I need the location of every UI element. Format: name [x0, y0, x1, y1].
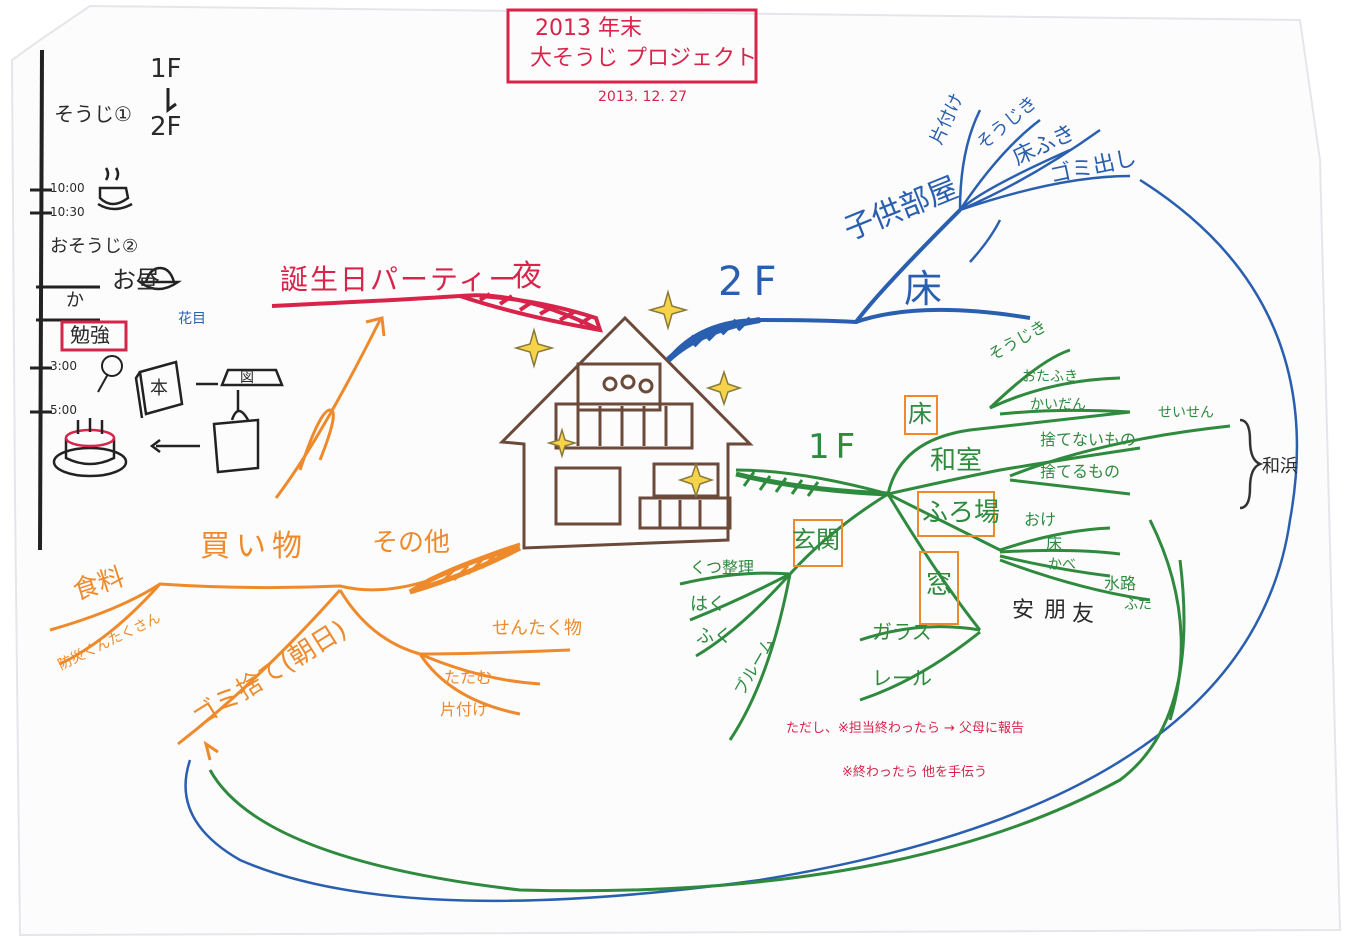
floor2-branch: [184, 109, 1299, 903]
floor1-note1: ただし、※担当終わったら → 父母に報告: [786, 721, 1025, 736]
party-branch: [271, 292, 603, 333]
floor1-yuka: 床: [908, 400, 932, 428]
left-tatamu: たたむ: [444, 668, 493, 687]
night-label: 夜: [512, 259, 542, 294]
floor1-genkan: 玄関: [792, 526, 840, 554]
floor2-yuka: 床: [904, 267, 943, 311]
timeline-souji1: そうじ①: [54, 102, 132, 126]
sparkle-icons: [513, 289, 743, 499]
timeline-label-1f: 1F: [150, 54, 182, 84]
timeline-label-2f: 2F: [150, 112, 182, 142]
house-drawing: [498, 315, 754, 550]
floor1-washitsu: 和室: [930, 446, 983, 476]
floor1-wahama: 和浜: [1262, 456, 1298, 477]
timeline-300: 3:00: [50, 359, 77, 373]
floor1-kutsuseiri: くつ整理: [690, 558, 755, 577]
floor1-haku: はく: [690, 594, 726, 615]
floor1-otafuki: おたふき: [1022, 369, 1078, 385]
left-katazuke: 片付け: [440, 700, 489, 719]
floor1-kabe: かべ: [1048, 557, 1076, 573]
floor1-reru: レール: [872, 666, 932, 690]
timeline-zu: 図: [240, 370, 254, 386]
floor1-yuka2: 床: [1046, 534, 1063, 553]
dog-icon: [97, 355, 123, 393]
rice-bowl-icon: [136, 266, 182, 291]
floor1-label: 1F: [808, 427, 862, 467]
bracket: [1239, 418, 1264, 510]
floor1-branch: [208, 348, 1231, 893]
floor1-sutenai: 捨てないもの: [1040, 430, 1137, 449]
library-icon: [149, 368, 284, 474]
timeline-axis: [38, 49, 44, 551]
floor1-futa: ふた: [1124, 597, 1152, 613]
floor1-madotai: 窓: [926, 570, 953, 600]
tea-cup-icon: [97, 167, 133, 211]
floor1-fuku: ふく: [696, 626, 732, 647]
paper-sheet: [10, 4, 1342, 937]
floor1-note2: ※終わったら 他を手伝う: [842, 765, 988, 780]
title-line1: 2013 年末: [535, 16, 642, 41]
floor1-seisen: せいせん: [1158, 405, 1214, 421]
timeline-osouji2: おそうじ②: [50, 236, 139, 257]
birthday-cake-icon: [52, 418, 128, 478]
timeline-ka: か: [66, 290, 84, 311]
timeline-hon: 本: [150, 378, 168, 399]
timeline-hanten: 花目: [178, 311, 206, 327]
floor1-kaidan: かいだん: [1030, 397, 1086, 413]
floor1-tomo: 朋: [1044, 598, 1067, 623]
party-label: 誕生日パーティー: [280, 263, 519, 296]
left-kaimono: 買い物: [200, 529, 308, 564]
book-icon: [134, 360, 184, 419]
title-line2: 大そうじ プロジェクト: [530, 46, 757, 71]
title-date: 2013. 12. 27: [598, 89, 688, 105]
timeline-benkyo: 勉強: [70, 323, 110, 347]
floor1-oke: おけ: [1024, 510, 1057, 529]
floor1-furoba: ふろ場: [922, 498, 1001, 528]
left-sentaku: せんたく物: [492, 618, 582, 639]
floor1-tomo2: 友: [1072, 602, 1095, 627]
floor1-yasu: 安: [1012, 598, 1035, 623]
left-branch: [49, 316, 571, 761]
floor1-garasu: ガラス: [872, 620, 932, 644]
timeline-1000: 10:00: [50, 181, 85, 195]
title-box: [506, 8, 758, 84]
left-sonota: その他: [372, 528, 451, 558]
timeline-1030: 10:30: [50, 205, 85, 219]
timeline-500: 5:00: [50, 403, 77, 417]
floor2-label: 2F: [718, 259, 787, 305]
floor1-suteru: 捨てるもの: [1040, 462, 1121, 481]
floor1-suiro: 水路: [1104, 574, 1137, 593]
timeline-ohiru: お昼: [112, 266, 160, 294]
